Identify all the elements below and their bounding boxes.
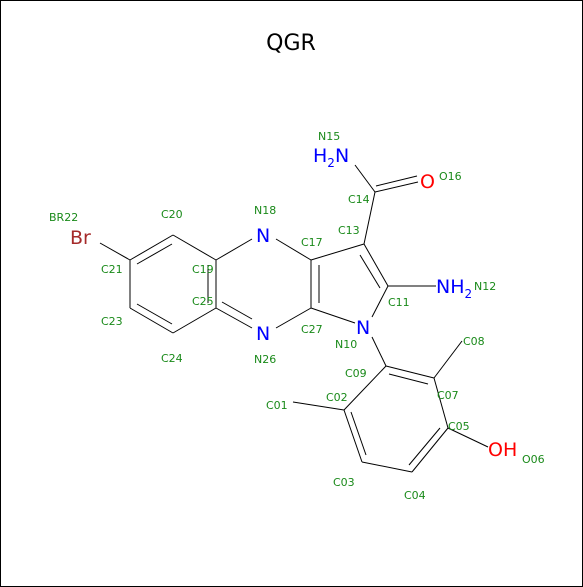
- n10-symbol: N: [356, 317, 370, 339]
- bond-c11-n10: [371, 285, 389, 318]
- bond-c09-c07-inner: [388, 373, 429, 385]
- atom-label-c14: C14: [348, 193, 370, 206]
- ligand-title: QGR: [266, 31, 316, 56]
- bond-c09-c07: [385, 365, 435, 379]
- bond-c19-n18: [215, 238, 253, 261]
- bond-c05-c04-inner: [408, 427, 441, 466]
- bond-c21-br: [99, 242, 131, 261]
- atom-label-c17: C17: [301, 236, 323, 249]
- bond-c14-n15: [354, 164, 376, 193]
- bond-c27-n26: [275, 307, 312, 329]
- atom-label-n15: N15: [318, 130, 340, 143]
- bond-c05-o06: [447, 427, 489, 448]
- bond-n10-c09: [371, 336, 387, 367]
- atom-label-c24: C24: [161, 352, 183, 365]
- bond-n26-c25-inner: [221, 301, 253, 320]
- bond-c05-c04: [411, 427, 449, 473]
- bonds: [99, 164, 489, 473]
- bond-c02-c01: [292, 401, 345, 411]
- bond-c20-c21-inner: [136, 243, 173, 265]
- atom-label-n18: N18: [254, 204, 276, 217]
- bond-n26-c25: [215, 307, 253, 329]
- br-symbol: Br: [70, 227, 91, 249]
- bond-c13-c11: [363, 243, 389, 287]
- o16-symbol: O: [420, 171, 435, 193]
- bond-c20-c19: [172, 234, 217, 261]
- bond-c04-c03: [361, 461, 413, 473]
- atom-label-c07: C07: [437, 389, 459, 402]
- bond-c14-o16: [374, 181, 419, 193]
- atom-label-n10: N10: [335, 338, 357, 351]
- bond-c02-c09: [343, 365, 387, 411]
- atom-label-c27: C27: [301, 323, 323, 336]
- bond-c13-c14: [363, 191, 376, 245]
- atom-label-c13: C13: [338, 224, 360, 237]
- bond-c07-c05: [433, 377, 449, 429]
- atom-labels: N15 C14 O16 BR22 C20 N18 C13 C17 C21 C19…: [49, 130, 545, 502]
- atom-label-c01: C01: [266, 399, 288, 412]
- atom-label-c03: C03: [333, 476, 355, 489]
- n18-symbol: N: [256, 225, 270, 247]
- atom-label-o06: O06: [522, 453, 545, 466]
- atom-label-n26: N26: [254, 353, 276, 366]
- atom-label-c23: C23: [101, 315, 123, 328]
- atom-label-c11: C11: [388, 296, 410, 309]
- bond-c03-c02: [343, 409, 363, 463]
- atom-label-c20: C20: [161, 208, 183, 221]
- atom-label-c08: C08: [463, 335, 485, 348]
- n26-symbol: N: [256, 323, 270, 345]
- atom-label-o16: O16: [439, 170, 462, 183]
- atom-label-c09: C09: [345, 367, 367, 380]
- bond-n18-c17: [275, 238, 312, 261]
- o06-symbol: OH: [488, 439, 517, 461]
- atom-label-c21: C21: [101, 263, 123, 276]
- atom-label-c19: C19: [192, 263, 214, 276]
- atom-label-c25: C25: [192, 295, 214, 308]
- bond-n10-c27: [310, 307, 356, 324]
- atom-label-c02: C02: [326, 391, 348, 404]
- bond-c03-c02-inner: [350, 411, 367, 456]
- bond-c23-c24-inner: [136, 303, 173, 325]
- atom-label-n12: N12: [474, 280, 496, 293]
- atom-label-c05: C05: [448, 420, 470, 433]
- n12-symbol: NH2: [436, 276, 472, 301]
- element-symbols: H2N O Br N N N NH2 OH: [70, 145, 517, 461]
- bond-c13-c11-inner: [359, 254, 381, 289]
- bond-c23-c24: [129, 307, 174, 334]
- atom-label-c04: C04: [404, 489, 426, 502]
- bond-c20-c21: [129, 234, 174, 261]
- bond-c07-c08: [433, 340, 463, 379]
- atom-label-br22: BR22: [49, 211, 78, 224]
- bond-c24-c25: [172, 307, 217, 334]
- bond-c17-c13: [310, 243, 365, 261]
- n15-symbol: H2N: [313, 145, 349, 170]
- bond-c14-o16-double: [375, 175, 418, 187]
